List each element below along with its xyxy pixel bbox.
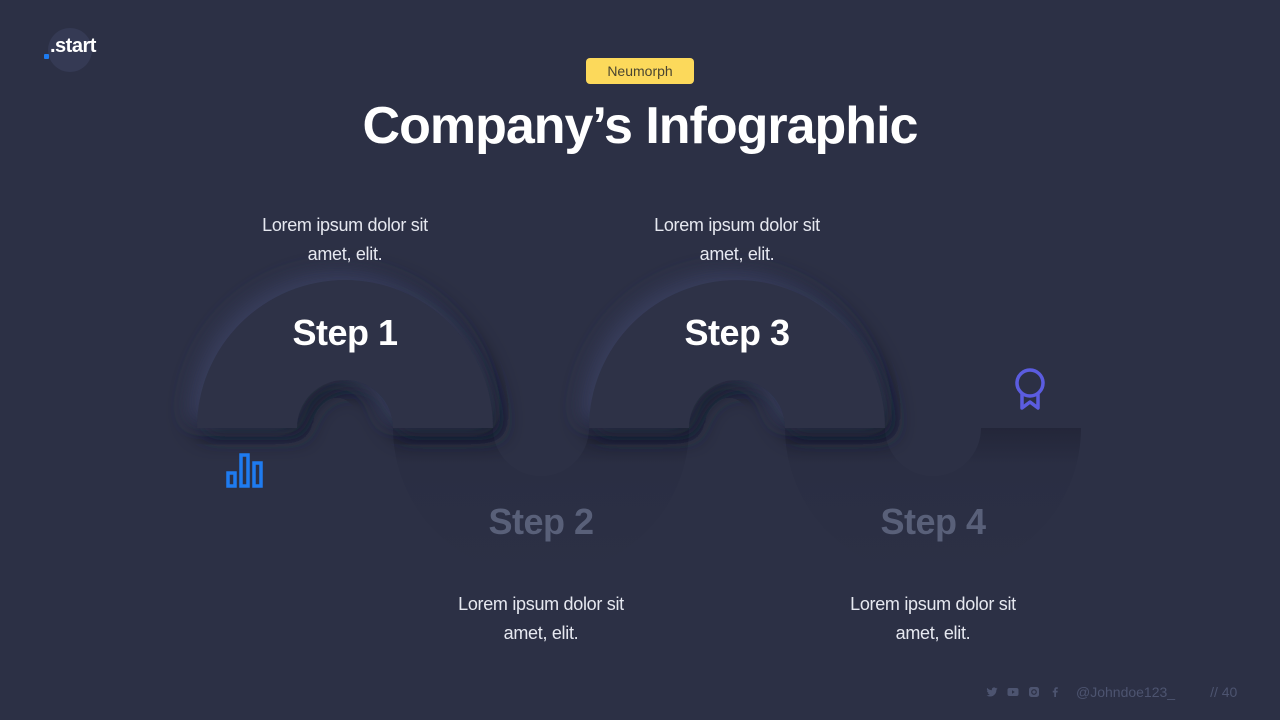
footer: @Johndoe123_ // 40: [986, 684, 1237, 700]
step-2-description: Lorem ipsum dolor sit amet, elit.: [431, 590, 651, 648]
step-3-arch: [589, 280, 885, 428]
logo-circle: [48, 28, 92, 72]
step-4-description: Lorem ipsum dolor sit amet, elit.: [823, 590, 1043, 648]
award-ribbon-icon: [1015, 368, 1045, 410]
step-3-description: Lorem ipsum dolor sit amet, elit.: [627, 211, 847, 269]
twitter-icon[interactable]: [986, 686, 998, 698]
facebook-icon[interactable]: [1049, 686, 1061, 698]
desc-line: Lorem ipsum dolor sit: [850, 594, 1016, 614]
social-handle: @Johndoe123_: [1076, 684, 1176, 700]
bar-chart-icon: [226, 453, 263, 488]
logo: .start: [44, 26, 96, 74]
step-1-description: Lorem ipsum dolor sit amet, elit.: [235, 211, 455, 269]
step-2-label: Step 2: [488, 501, 594, 542]
page-title: Company’s Infographic: [362, 97, 919, 155]
logo-text: .start: [50, 35, 96, 57]
step-2-arch: [393, 428, 689, 576]
step-3-label: Step 3: [684, 312, 790, 353]
step-1-label: Step 1: [292, 312, 398, 353]
page-number: // 40: [1210, 684, 1238, 700]
desc-line: amet, elit.: [307, 244, 383, 264]
logo-dot: [44, 54, 49, 59]
desc-line: amet, elit.: [895, 623, 971, 643]
youtube-icon[interactable]: [1007, 686, 1019, 698]
instagram-icon[interactable]: [1028, 686, 1040, 698]
desc-line: amet, elit.: [699, 244, 775, 264]
desc-line: Lorem ipsum dolor sit: [262, 215, 428, 235]
step-4-arch: [785, 428, 1081, 576]
step-4-label: Step 4: [880, 501, 986, 542]
desc-line: Lorem ipsum dolor sit: [458, 594, 624, 614]
desc-line: amet, elit.: [503, 623, 579, 643]
step-1-arch: [197, 280, 493, 428]
desc-line: Lorem ipsum dolor sit: [654, 215, 820, 235]
neumorph-badge: Neumorph: [586, 58, 694, 84]
